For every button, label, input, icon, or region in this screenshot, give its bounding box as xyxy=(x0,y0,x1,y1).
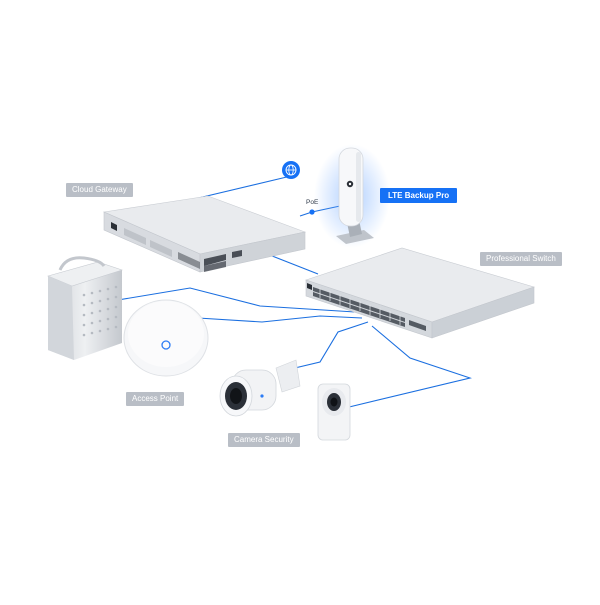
cable-accesspoint-switch xyxy=(197,315,363,323)
lte-backup-pro-device xyxy=(314,144,390,248)
cable-dome-switch xyxy=(344,325,472,409)
label-cloud-gateway: Cloud Gateway xyxy=(66,183,133,197)
cloud-gateway-device xyxy=(102,195,307,273)
poe-connector-dot xyxy=(309,209,315,215)
cable-server-switch xyxy=(117,287,356,313)
cable-internet-gateway xyxy=(189,170,292,201)
turret-camera-device xyxy=(317,383,351,441)
label-camera-security: Camera Security xyxy=(228,433,300,447)
label-lte-backup-pro: LTE Backup Pro xyxy=(380,188,458,203)
label-poe: PoE xyxy=(306,199,319,206)
label-professional-switch: Professional Switch xyxy=(480,252,562,266)
label-access-point: Access Point xyxy=(126,392,185,406)
tower-server-device xyxy=(47,256,123,360)
bullet-camera-device xyxy=(219,359,301,417)
cable-camera-switch xyxy=(277,321,369,373)
globe-icon xyxy=(282,161,300,179)
access-point-device xyxy=(123,299,209,377)
switch-ports xyxy=(313,287,405,327)
professional-switch-device xyxy=(305,247,535,339)
